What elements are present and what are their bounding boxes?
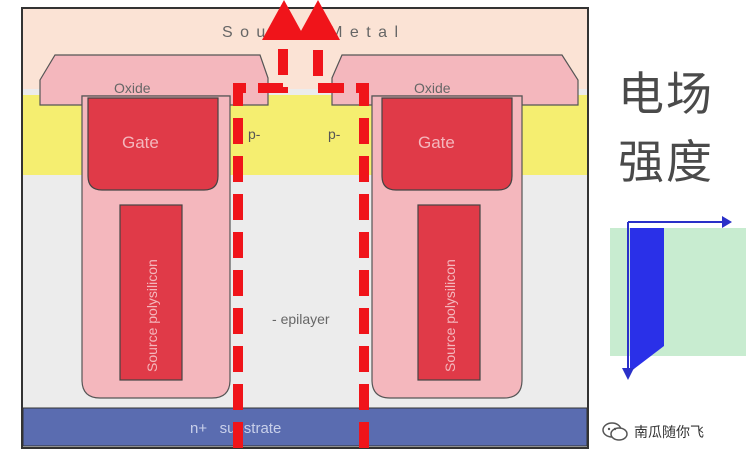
source-poly-left [119, 204, 183, 381]
epilayer-label-text: epilayer [281, 311, 330, 327]
field-strength-title-line2: 强度 [618, 135, 714, 189]
field-axis-arrow-right [722, 216, 732, 228]
gate-label-right: Gate [418, 133, 455, 152]
oxide-label-left: Oxide [114, 80, 151, 96]
field-strength-profile [630, 228, 664, 372]
current-path-left [233, 40, 288, 448]
source-poly-right [417, 204, 481, 381]
substrate [22, 407, 588, 447]
current-arrow-head-right [296, 0, 340, 40]
p-label-right: p- [328, 126, 341, 142]
wechat-icon [602, 422, 628, 441]
p-label-left: p- [248, 126, 261, 142]
field-axis-arrow-down [622, 368, 634, 380]
gate-right [381, 97, 513, 191]
gate-left [87, 97, 219, 191]
source-poly-label-left: Source polysilicon [144, 259, 160, 372]
epilayer-label: - epilayer [272, 311, 330, 327]
field-strength-title-line1: 电场 [618, 67, 714, 121]
current-arrow-head-left [262, 0, 306, 40]
oxide-label-right: Oxide [414, 80, 451, 96]
watermark-text: 南瓜随你飞 [634, 425, 704, 441]
watermark: 南瓜随你飞 [602, 420, 704, 444]
current-path-right [313, 40, 369, 448]
gate-label-left: Gate [122, 133, 159, 152]
source-poly-label-right: Source polysilicon [442, 259, 458, 372]
